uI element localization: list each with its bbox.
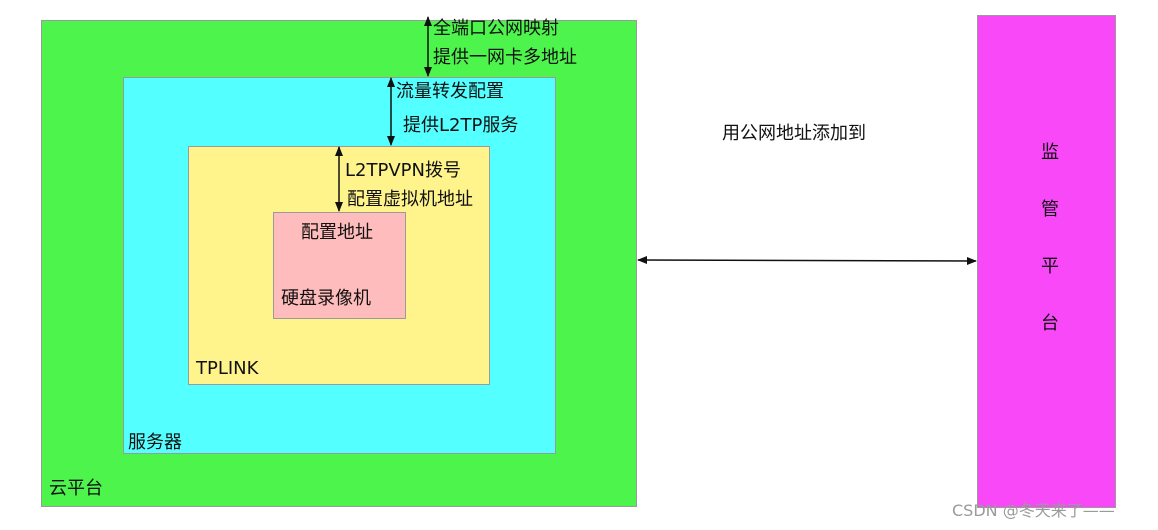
tplink-label: TPLINK [196, 358, 259, 379]
dvr-config-label: 配置地址 [301, 222, 373, 243]
supervision-platform-label: 监 管 平 台 [1035, 124, 1065, 352]
dvr-name-label: 硬盘录像机 [281, 288, 371, 309]
cloud-platform-label: 云平台 [49, 478, 103, 499]
platform-char-3: 平 [1041, 256, 1059, 277]
server-label: 服务器 [128, 432, 182, 453]
cloud-platform-link-arrow [637, 256, 977, 265]
dvr-box [273, 212, 406, 319]
router-dvr-annotation-line2: 配置虚拟机地址 [347, 189, 473, 210]
cloud-platform-link-annotation: 用公网地址添加到 [722, 123, 866, 144]
cloud-server-annotation-line1: 全端口公网映射 [433, 18, 559, 39]
platform-char-2: 管 [1041, 199, 1059, 220]
server-router-annotation-line2: 提供L2TP服务 [403, 115, 519, 136]
cloud-server-annotation-line2: 提供一网卡多地址 [433, 47, 577, 68]
router-dvr-annotation-line1: L2TPVPN拨号 [345, 160, 461, 181]
csdn-watermark: CSDN @冬天来了—— [952, 501, 1115, 520]
server-router-annotation-line1: 流量转发配置 [396, 81, 504, 102]
platform-char-1: 监 [1041, 142, 1059, 163]
supervision-platform-box [977, 15, 1116, 508]
platform-char-4: 台 [1041, 313, 1059, 334]
